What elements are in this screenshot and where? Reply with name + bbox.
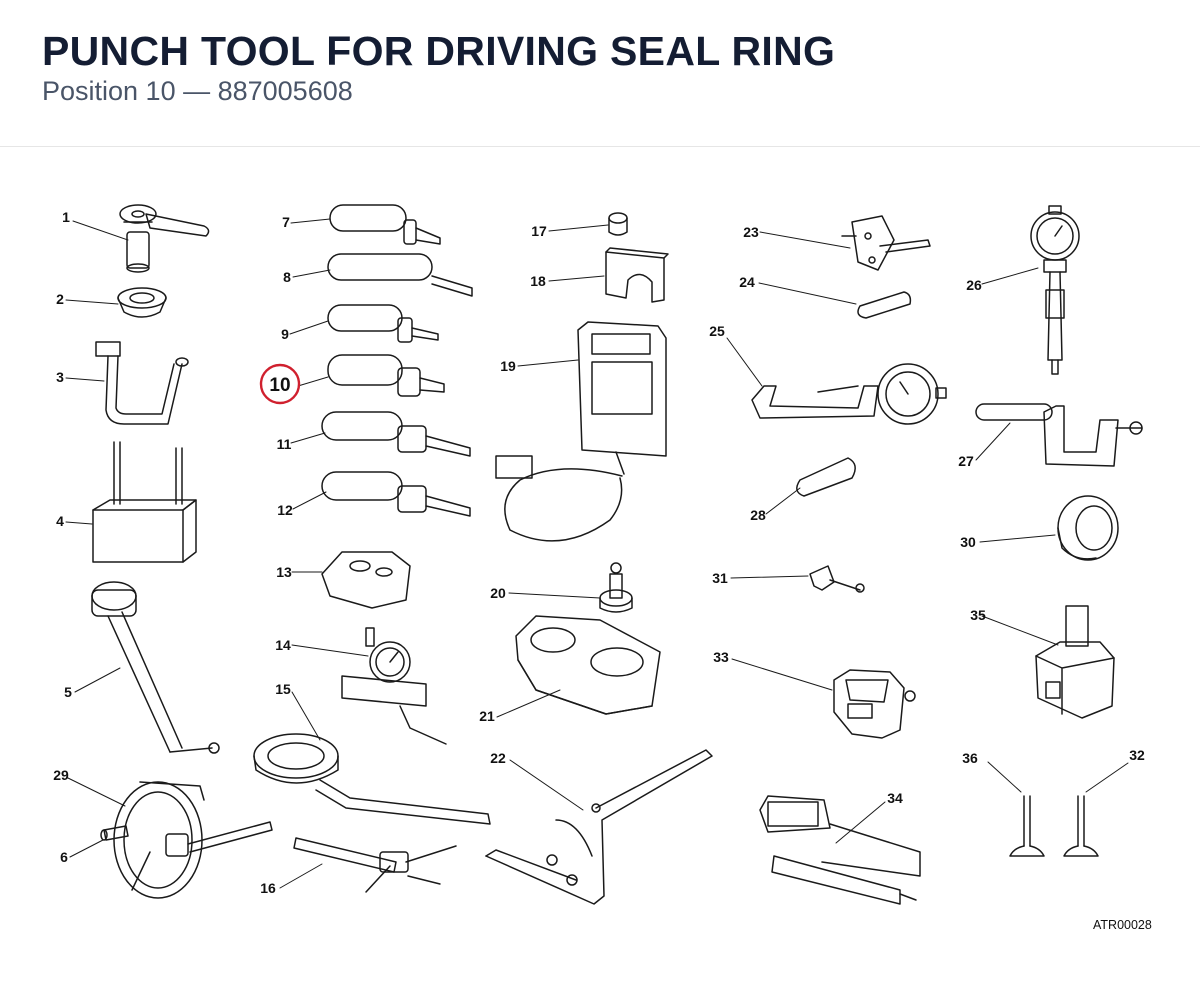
label-20: 20 xyxy=(490,585,506,601)
label-11: 11 xyxy=(277,436,292,452)
tool-20-knurled-puller xyxy=(599,562,633,613)
label-32: 32 xyxy=(1129,747,1145,763)
highlight-circle xyxy=(259,363,301,405)
tool-27-c-clamp xyxy=(975,403,1143,467)
label-25: 25 xyxy=(709,323,725,339)
tool-15-ring-handle xyxy=(253,733,491,825)
label-34: 34 xyxy=(887,790,903,806)
label-1: 1 xyxy=(62,209,70,225)
label-23: 23 xyxy=(743,224,759,240)
callout-labels: 1 2 3 4 5 6 7 8 9 10 11 12 13 14 15 16 1… xyxy=(53,209,1145,896)
label-8: 8 xyxy=(283,269,291,285)
tool-4-fixture xyxy=(92,441,197,563)
tool-33-gauge-housing xyxy=(833,669,916,739)
label-26: 26 xyxy=(966,277,982,293)
label-15: 15 xyxy=(275,681,291,697)
label-24: 24 xyxy=(739,274,755,290)
tool-16-sliding-bar xyxy=(293,837,457,893)
tool-13-clamp-block xyxy=(321,551,411,609)
tool-8-punch xyxy=(327,253,473,297)
label-13: 13 xyxy=(276,564,292,580)
tool-1-socket-wrench xyxy=(119,204,210,273)
tool-7-punch xyxy=(329,204,441,245)
label-5: 5 xyxy=(64,684,72,700)
tool-17-bushing xyxy=(608,212,628,236)
label-29: 29 xyxy=(53,767,69,783)
tool-24-pin xyxy=(857,291,912,319)
tool-19-digital-tester xyxy=(495,321,667,542)
label-19: 19 xyxy=(500,358,516,374)
page-subtitle: Position 10 — 887005608 xyxy=(42,76,353,106)
label-3: 3 xyxy=(56,369,64,385)
tool-26-bore-gauge xyxy=(1030,205,1080,375)
label-6: 6 xyxy=(60,849,68,865)
tool-10-punch-seal-ring xyxy=(327,354,445,397)
label-31: 31 xyxy=(712,570,728,586)
leader-lines xyxy=(65,218,1129,889)
label-9: 9 xyxy=(281,326,289,342)
label-18: 18 xyxy=(530,273,546,289)
tool-12-punch xyxy=(321,471,471,517)
tool-34-meter-probe xyxy=(759,795,921,905)
tool-6-29-degree-wheel xyxy=(100,781,273,899)
page-title: PUNCH TOOL FOR DRIVING SEAL RING xyxy=(42,28,836,74)
label-28: 28 xyxy=(750,507,766,523)
label-10-highlighted: 10 xyxy=(269,375,290,396)
drawing-code: ATR00028 xyxy=(1093,918,1152,932)
tool-35-puller-block xyxy=(1035,605,1115,719)
label-7: 7 xyxy=(282,214,290,230)
tool-5-crank-lever xyxy=(91,581,220,754)
label-36: 36 xyxy=(962,750,978,766)
tool-31-small-clamp xyxy=(809,565,865,593)
label-35: 35 xyxy=(970,607,986,623)
tool-3-u-bracket xyxy=(95,341,189,425)
header: PUNCH TOOL FOR DRIVING SEAL RING Positio… xyxy=(0,0,1200,147)
label-30: 30 xyxy=(960,534,976,550)
label-17: 17 xyxy=(531,223,547,239)
tool-14-dial-indicator xyxy=(341,627,447,745)
tool-30-ring xyxy=(1057,495,1119,561)
tool-9-punch xyxy=(327,304,439,343)
label-16: 16 xyxy=(260,880,276,896)
tool-21-double-bore-fixture xyxy=(515,615,661,715)
tool-36-valve xyxy=(1009,795,1045,857)
label-33: 33 xyxy=(713,649,729,665)
label-12: 12 xyxy=(277,502,293,518)
label-21: 21 xyxy=(479,708,495,724)
label-22: 22 xyxy=(490,750,506,766)
tool-32-valve xyxy=(1063,795,1099,857)
tool-25-caliper-gauge xyxy=(751,363,947,425)
tool-11-punch xyxy=(321,411,471,457)
label-27: 27 xyxy=(958,453,974,469)
tool-28-knurled-handle xyxy=(796,457,856,497)
tool-22-angular-gauge xyxy=(485,749,713,905)
label-2: 2 xyxy=(56,291,64,307)
tool-23-plate xyxy=(841,215,931,271)
label-14: 14 xyxy=(275,637,291,653)
tool-2-ring-nut xyxy=(117,287,167,318)
tool-18-fork-plate xyxy=(605,247,669,303)
label-4: 4 xyxy=(56,513,64,529)
